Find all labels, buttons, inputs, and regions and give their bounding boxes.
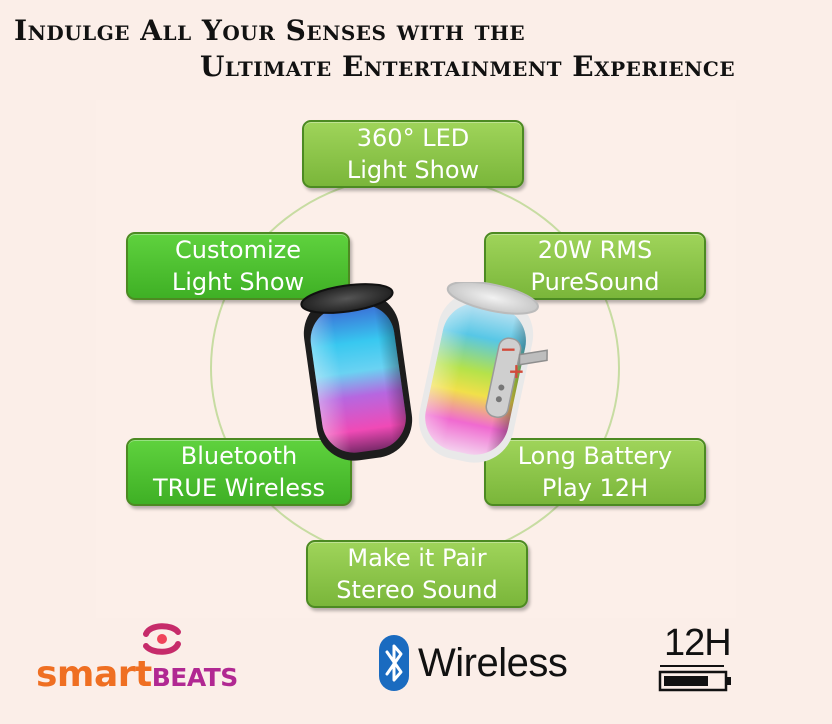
headline-line-2: Ultimate Entertainment Experience: [200, 50, 736, 83]
volume-minus-label: −: [500, 337, 517, 361]
feature-bluetooth-line2: TRUE Wireless: [152, 474, 326, 502]
control-strip: [485, 337, 522, 419]
speaker-white: [418, 282, 548, 463]
feature-pair-line2: Stereo Sound: [336, 576, 498, 604]
wireless-label: Wireless: [418, 640, 568, 685]
smartbeats-swirl-icon: [143, 623, 181, 655]
feature-rms-line2: PureSound: [530, 268, 660, 296]
control-dot: [498, 384, 505, 391]
feature-led-line2: Light Show: [346, 156, 480, 184]
feature-bluetooth-true-wireless: Bluetooth TRUE Wireless: [126, 438, 352, 506]
feature-customize-light-show: Customize Light Show: [126, 232, 350, 300]
volume-plus-label: +: [508, 359, 525, 383]
feature-make-it-pair: Make it Pair Stereo Sound: [306, 540, 528, 608]
feature-bluetooth-line1: Bluetooth: [180, 442, 298, 470]
feature-20w-rms: 20W RMS PureSound: [484, 232, 706, 300]
control-dot: [495, 396, 502, 403]
feature-customize-line1: Customize: [175, 236, 301, 264]
feature-customize-line2: Light Show: [171, 268, 305, 296]
feature-led-line1: 360° LED: [356, 124, 470, 152]
bluetooth-icon: [379, 635, 409, 691]
speakers-illustration: + −: [300, 282, 548, 463]
battery-icon: [658, 665, 731, 692]
feature-rms-line1: 20W RMS: [537, 236, 653, 264]
feature-led-light-show: 360° LED Light Show: [302, 120, 524, 188]
headline-line-1: Indulge All Your Senses with the: [14, 14, 526, 47]
wireless-logo: Wireless: [378, 634, 568, 692]
brand-part-smart: smart: [36, 654, 152, 695]
feature-pair-line1: Make it Pair: [347, 544, 487, 572]
smartbeats-wordmark: smartbeats: [36, 654, 238, 695]
speaker-black: [300, 283, 413, 461]
feature-long-battery: Long Battery Play 12H: [484, 438, 706, 506]
battery-logo: 12H: [656, 622, 736, 700]
battery-hours-label: 12H: [664, 622, 732, 664]
brand-part-beats: beats: [151, 654, 239, 695]
carry-handle: [518, 349, 548, 366]
feature-battery-line2: Play 12H: [541, 474, 649, 502]
feature-battery-line1: Long Battery: [517, 442, 673, 470]
